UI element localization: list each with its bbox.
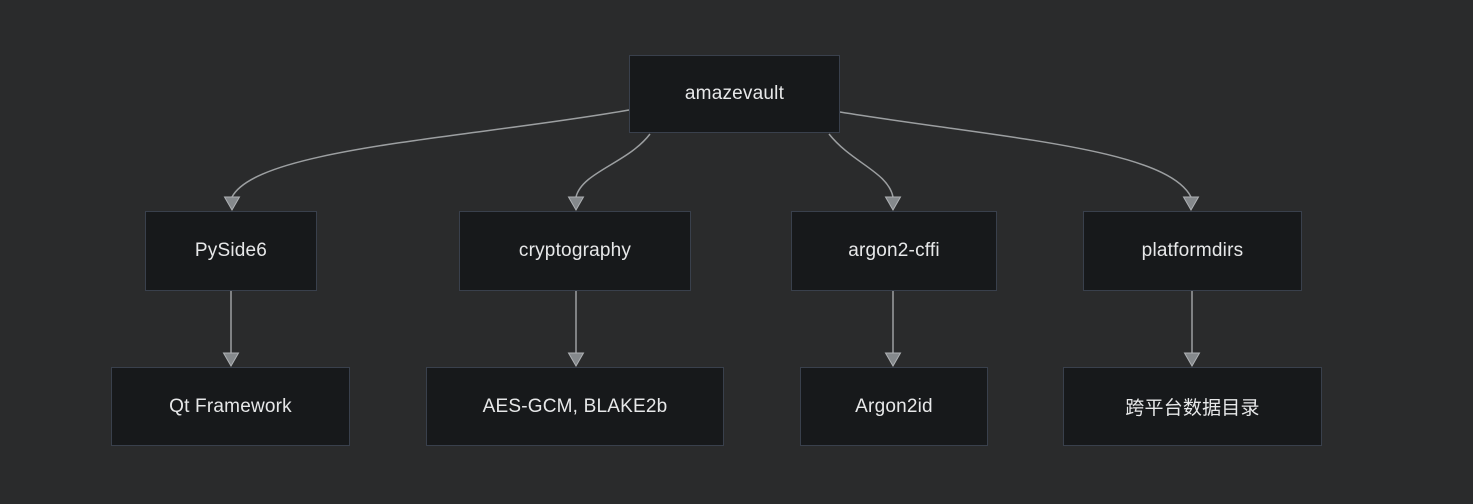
arrowhead-cross-platform-data-dir — [1183, 352, 1201, 368]
node-label-aes-gcm-blake2b: AES-GCM, BLAKE2b — [482, 395, 668, 417]
arrowhead-pyside6 — [223, 196, 241, 212]
node-amazevault: amazevault — [629, 55, 840, 133]
node-platformdirs: platformdirs — [1083, 211, 1302, 291]
node-argon2-cffi: argon2-cffi — [791, 211, 997, 291]
node-cross-platform-data-dir: 跨平台数据目录 — [1063, 367, 1322, 446]
node-argon2id: Argon2id — [800, 367, 988, 446]
arrowhead-argon2id — [884, 352, 902, 368]
node-label-pyside6: PySide6 — [194, 240, 268, 261]
edge-amazevault-pyside6 — [231, 109, 630, 198]
node-label-cryptography: cryptography — [518, 240, 632, 261]
node-label-argon2-cffi: argon2-cffi — [848, 240, 940, 261]
arrowhead-qt-framework — [222, 352, 240, 368]
node-label-cross-platform-data-dir: 跨平台数据目录 — [1125, 398, 1260, 419]
arrowhead-cryptography — [567, 196, 585, 212]
arrowhead-platformdirs — [1182, 196, 1200, 212]
node-cryptography: cryptography — [459, 211, 691, 291]
edge-amazevault-cryptography — [575, 133, 651, 198]
arrowhead-argon2-cffi — [884, 196, 902, 212]
node-aes-gcm-blake2b: AES-GCM, BLAKE2b — [426, 367, 724, 446]
node-label-qt-framework: Qt Framework — [169, 395, 292, 417]
node-pyside6: PySide6 — [145, 211, 317, 291]
node-label-platformdirs: platformdirs — [1141, 240, 1244, 261]
node-label-argon2id: Argon2id — [855, 395, 933, 417]
arrowhead-aes-gcm-blake2b — [567, 352, 585, 368]
node-qt-framework: Qt Framework — [111, 367, 350, 446]
node-label-amazevault: amazevault — [684, 83, 785, 104]
edge-amazevault-argon2-cffi — [828, 133, 894, 198]
edge-amazevault-platformdirs — [839, 111, 1192, 198]
